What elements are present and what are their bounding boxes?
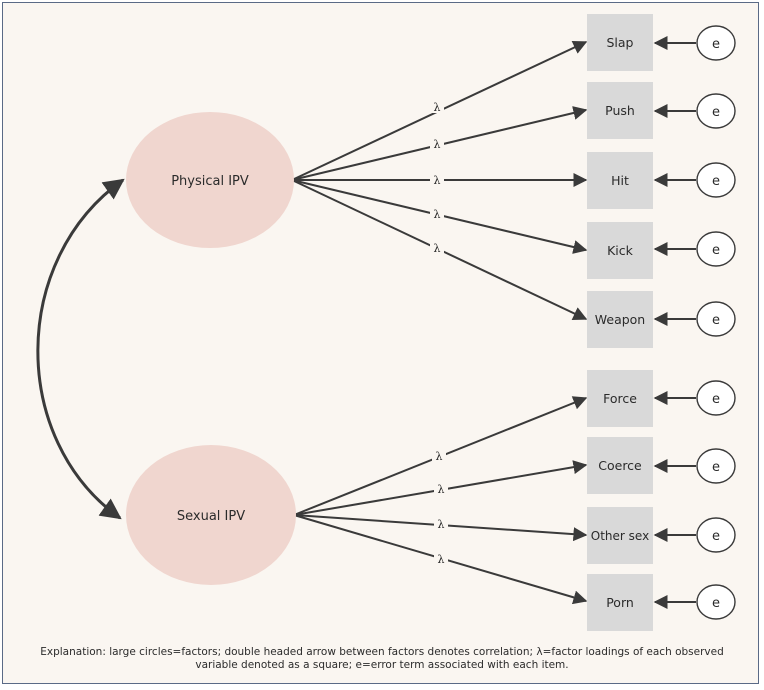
item-push: Push [587, 82, 653, 139]
item-hit: Hit [587, 152, 653, 209]
error-label: e [712, 313, 720, 328]
lambda-label: λ [434, 208, 441, 221]
item-label: Kick [607, 243, 634, 258]
item-porn: Porn [587, 574, 653, 631]
error-circle [696, 448, 736, 484]
error-circle [696, 93, 736, 129]
item-force: Force [587, 370, 653, 427]
lambda-label: λ [438, 483, 445, 496]
lambda-label: λ [438, 518, 445, 531]
lambda-labels: λ λ λ λ λ λ λ λ λ [430, 101, 448, 566]
error-label: e [712, 174, 720, 189]
error-label: e [712, 529, 720, 544]
diagram-caption: Explanation: large circles=factors; doub… [40, 646, 724, 671]
item-label: Coerce [598, 458, 642, 473]
factor-physical: Physical IPV [126, 112, 294, 248]
item-label: Porn [606, 595, 634, 610]
error-label: e [712, 37, 720, 52]
item-weapon: Weapon [587, 291, 653, 348]
error-circle [696, 380, 736, 416]
lambda-label: λ [434, 242, 441, 255]
lambda-label: λ [436, 450, 443, 463]
error-circle [696, 584, 736, 620]
item-label: Force [603, 391, 637, 406]
lambda-label: λ [434, 174, 441, 187]
error-circle [696, 517, 736, 553]
lambda-label: λ [438, 553, 445, 566]
error-label: e [712, 243, 720, 258]
error-circle [696, 162, 736, 198]
factor-label: Sexual IPV [177, 509, 245, 524]
item-other-sex: Other sex [587, 507, 653, 564]
item-coerce: Coerce [587, 437, 653, 494]
factor-sexual: Sexual IPV [126, 445, 296, 585]
sexual-loadings [293, 396, 588, 605]
error-circle [696, 25, 736, 61]
lambda-label: λ [434, 101, 441, 114]
item-kick: Kick [587, 222, 653, 279]
factor-label: Physical IPV [171, 174, 249, 189]
error-label: e [712, 105, 720, 120]
item-label: Slap [606, 35, 633, 50]
error-label: e [712, 460, 720, 475]
item-slap: Slap [587, 14, 653, 71]
item-label: Other sex [591, 529, 649, 543]
error-circle [696, 301, 736, 337]
error-label: e [712, 596, 720, 611]
item-label: Hit [611, 173, 629, 188]
error-circle [696, 231, 736, 267]
item-label: Push [605, 103, 635, 118]
lambda-label: λ [434, 138, 441, 151]
error-label: e [712, 392, 720, 407]
item-label: Weapon [595, 312, 645, 327]
error-terms: e e e e e e e e e [653, 25, 736, 620]
correlation-arrow [36, 178, 125, 520]
